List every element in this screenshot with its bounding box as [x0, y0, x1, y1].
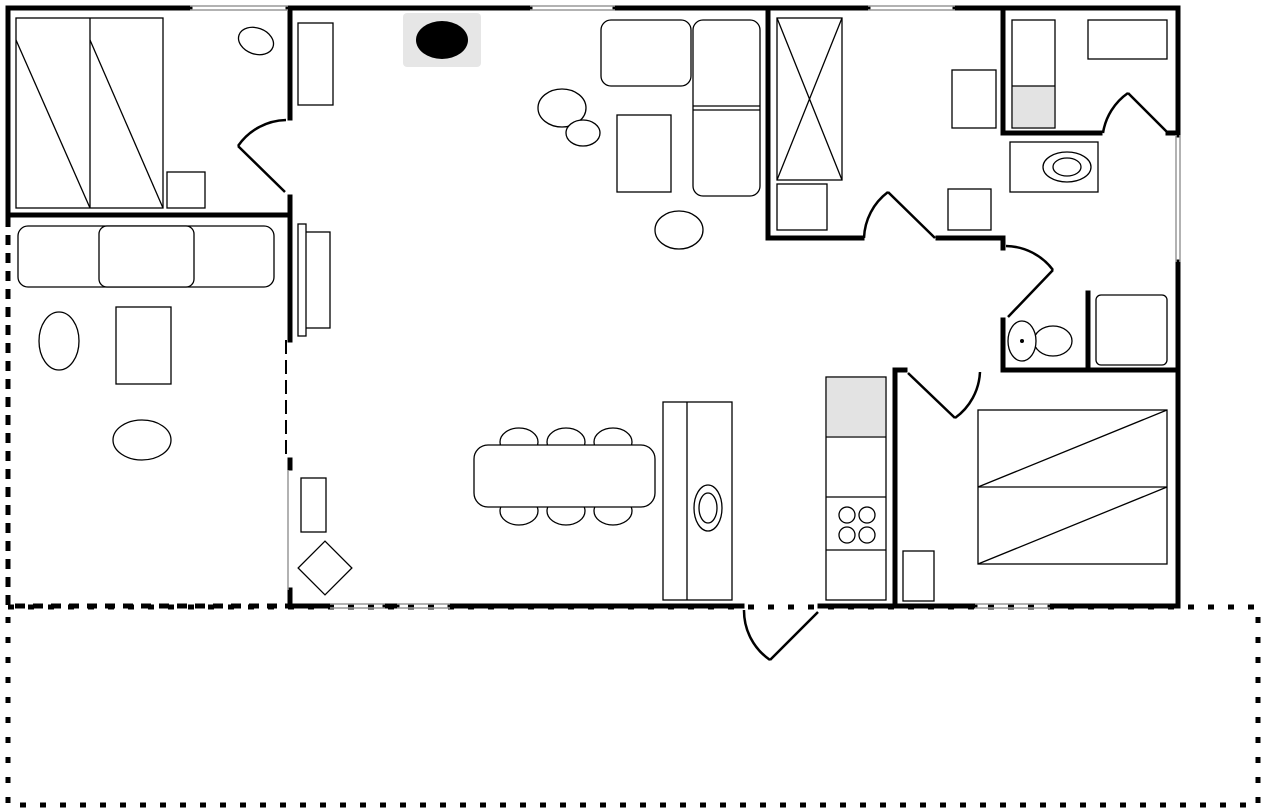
outdoor-boundary [5, 217, 288, 609]
pouf [565, 119, 601, 147]
kitchen-island [662, 401, 733, 601]
doors [236, 91, 1169, 662]
sink [1009, 141, 1099, 193]
bunk-bed [776, 17, 843, 181]
stool [237, 26, 275, 56]
wardrobe [297, 22, 334, 106]
pouf [654, 210, 704, 250]
pouf [537, 88, 587, 128]
nightstand [166, 171, 206, 209]
bath-cabinet [1087, 19, 1168, 60]
nightstand [902, 550, 935, 602]
outdoor-sofa [17, 225, 275, 288]
chair [112, 419, 172, 461]
bed-double [977, 409, 1168, 565]
washing-machine [1095, 294, 1168, 366]
tv-unit [297, 223, 331, 337]
chair [38, 311, 80, 371]
sofa [692, 19, 761, 197]
stove-icon [416, 21, 468, 59]
shower [1011, 19, 1056, 129]
walls [5, 5, 1181, 609]
wardrobe [951, 69, 997, 129]
armchair [600, 19, 692, 87]
windows [190, 5, 1181, 609]
bed-double [15, 17, 164, 209]
kitchen-counter [825, 376, 887, 601]
nightstand [776, 183, 828, 231]
cabinet [300, 477, 327, 533]
toilet-icon [1007, 320, 1073, 362]
dining-table [473, 444, 656, 508]
coffee-table [616, 114, 672, 193]
terrace-outline [5, 604, 1261, 808]
outdoor-table [115, 306, 172, 385]
side-table [297, 540, 353, 596]
nightstand [947, 188, 992, 231]
